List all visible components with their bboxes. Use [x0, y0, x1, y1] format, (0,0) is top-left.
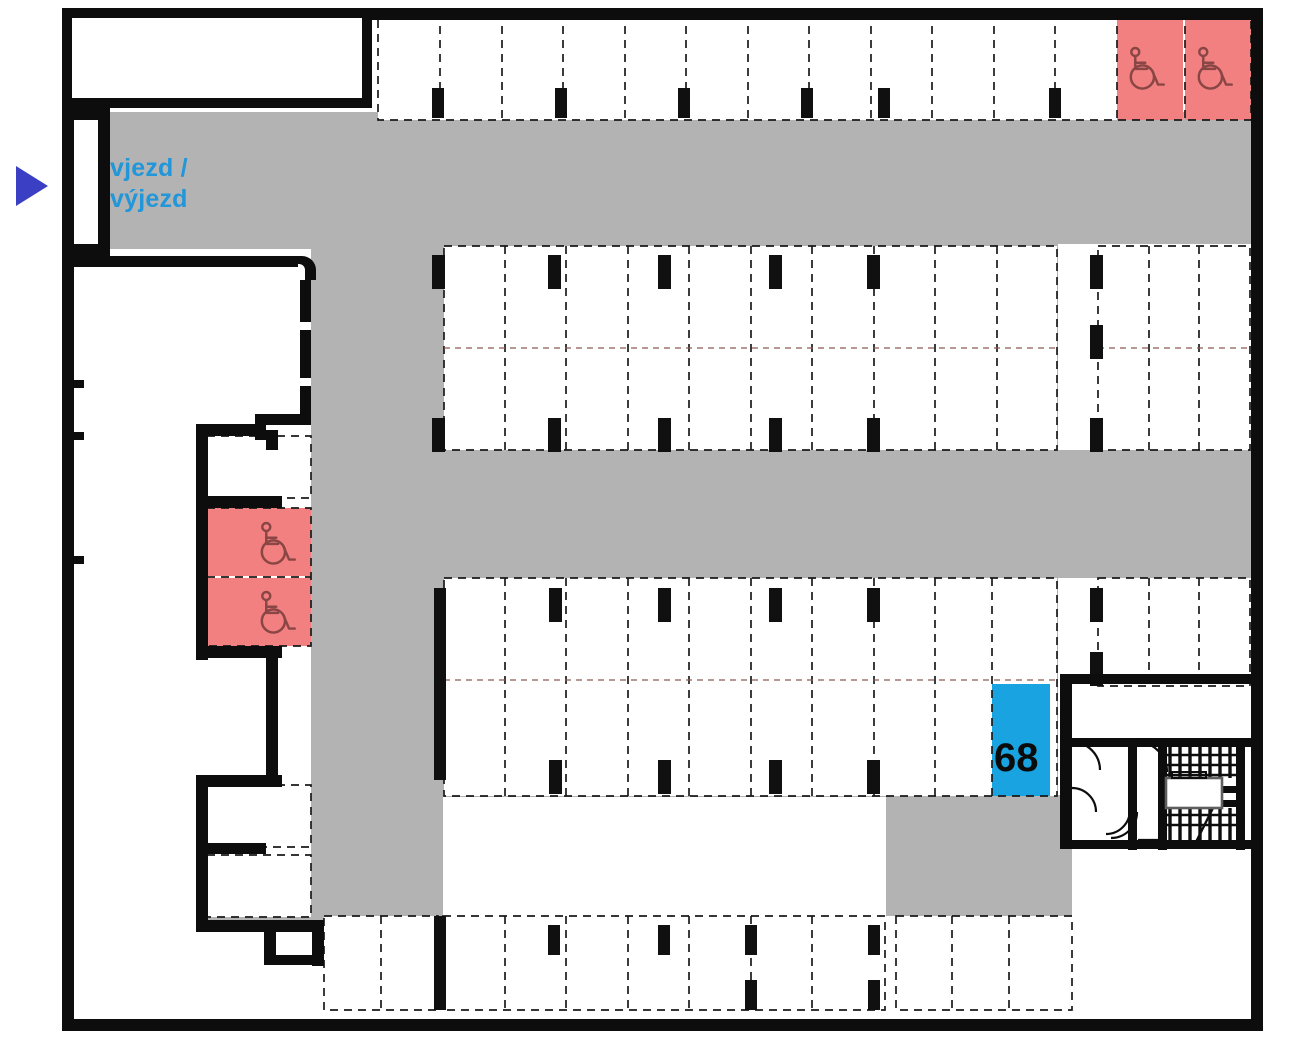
accessible-stalls[interactable] — [207, 12, 1251, 646]
selected-stall-68[interactable] — [992, 684, 1050, 796]
accessible-stall-top-1[interactable] — [1117, 12, 1183, 120]
stair-elevator-core — [1071, 738, 1245, 844]
accessible-stall-left-1[interactable] — [207, 508, 311, 576]
entrance-exit-label: vjezd / výjezd — [110, 154, 188, 213]
secondary-stairs — [1160, 753, 1245, 827]
stall-centerlines — [444, 347, 1250, 681]
elevator-car — [1164, 771, 1224, 810]
door-swings — [1071, 738, 1169, 842]
building-walls — [62, 8, 1263, 1031]
structural-columns — [432, 88, 1103, 1010]
selected-stall-number-label: 68 — [994, 736, 1039, 780]
accessible-stall-top-2[interactable] — [1185, 12, 1251, 120]
accessible-stall-left-2[interactable] — [207, 578, 311, 646]
entrance-direction-arrow — [16, 166, 48, 206]
